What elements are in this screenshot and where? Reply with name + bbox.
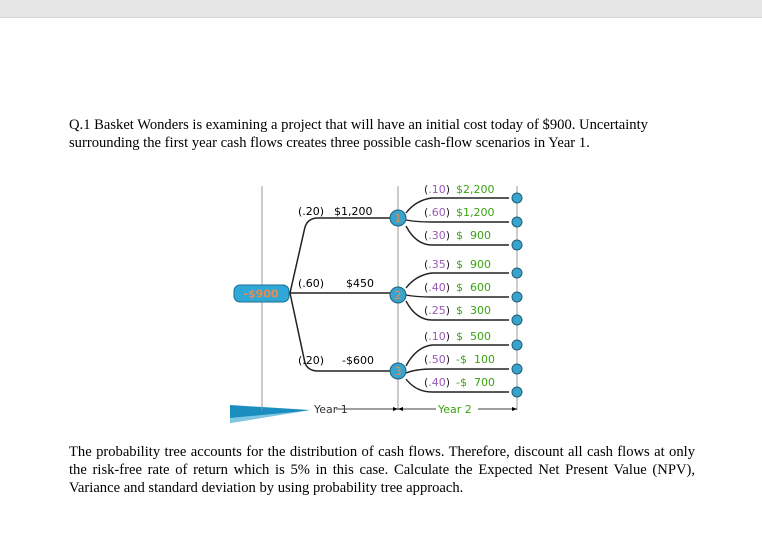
- svg-text:(.30): (.30): [424, 229, 450, 242]
- node-2: 2: [390, 287, 406, 303]
- svg-text:(.40): (.40): [424, 281, 450, 294]
- svg-text:(.10): (.10): [424, 183, 450, 196]
- year2-labels-1: (.10) $2,200 (.60) $1,200 (.30) $ 900: [424, 183, 495, 242]
- svg-text:(.60): (.60): [424, 206, 450, 219]
- svg-text:$ 300: $ 300: [456, 304, 491, 317]
- svg-text:-$ 100: -$ 100: [456, 353, 495, 366]
- svg-text:(.10): (.10): [424, 330, 450, 343]
- svg-text:(.35): (.35): [424, 258, 450, 271]
- year1-label: Year 1: [313, 403, 348, 416]
- terminal-dots: [512, 193, 522, 397]
- svg-text:$2,200: $2,200: [456, 183, 495, 196]
- node-3: 3: [390, 363, 406, 379]
- branch-2-prob: (.60): [298, 277, 324, 290]
- svg-text:$1,200: $1,200: [456, 206, 495, 219]
- node-1: 1: [390, 210, 406, 226]
- year2-arrowtail: [398, 407, 403, 411]
- svg-text:2: 2: [395, 289, 402, 302]
- svg-text:$ 900: $ 900: [456, 258, 491, 271]
- svg-text:$ 500: $ 500: [456, 330, 491, 343]
- year1-arrowhead: [393, 407, 398, 411]
- year2-arrowhead: [512, 407, 517, 411]
- svg-text:$ 900: $ 900: [456, 229, 491, 242]
- svg-text:(.40): (.40): [424, 376, 450, 389]
- question-body: The probability tree accounts for the di…: [69, 443, 695, 497]
- year2-labels-3: (.10) $ 500 (.50) -$ 100 (.40) -$ 700: [424, 330, 495, 389]
- svg-text:1: 1: [395, 212, 402, 225]
- svg-text:-$ 700: -$ 700: [456, 376, 495, 389]
- root-node-label: -$900: [243, 288, 279, 301]
- branch-1-prob: (.20): [298, 205, 324, 218]
- svg-text:(.50): (.50): [424, 353, 450, 366]
- year2-label: Year 2: [437, 403, 472, 416]
- branch-2-amount: $450: [346, 277, 374, 290]
- branch-1-amount: $1,200: [334, 205, 373, 218]
- branch-3-amount: -$600: [342, 354, 374, 367]
- svg-text:$ 600: $ 600: [456, 281, 491, 294]
- year2-labels-2: (.35) $ 900 (.40) $ 600 (.25) $ 300: [424, 258, 491, 317]
- svg-text:(.25): (.25): [424, 304, 450, 317]
- branch-3-prob: (.20): [298, 354, 324, 367]
- svg-text:3: 3: [395, 365, 402, 378]
